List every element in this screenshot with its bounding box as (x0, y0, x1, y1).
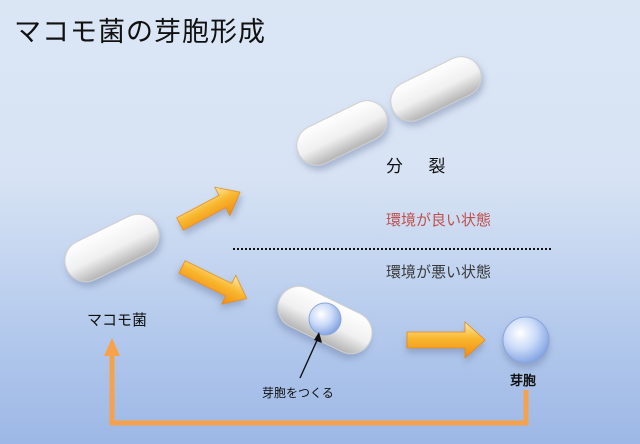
arrow-to-spore (406, 321, 486, 359)
good-environment-label: 環境が良い状態 (386, 211, 492, 229)
inner-spore (308, 302, 342, 336)
bad-environment-label: 環境が悪い状態 (386, 263, 492, 281)
dividing-rod-left (296, 100, 388, 166)
arrow-to-sporulation (178, 260, 248, 305)
makomo-label: マコモ菌 (87, 311, 148, 329)
free-spore (502, 316, 550, 364)
return-arrow-line (109, 352, 529, 426)
division-label: 分 裂 (386, 157, 456, 177)
return-arrow-head (104, 338, 120, 356)
page-title: マコモ菌の芽胞形成 (14, 17, 266, 48)
spore-pointer-head (314, 332, 322, 343)
dividing-rod-right (390, 56, 482, 122)
spore-label: 芽胞 (510, 374, 537, 389)
spore-pointer-line (299, 335, 320, 379)
arrow-to-division (176, 186, 241, 231)
spore-forming-label: 芽胞をつくる (262, 386, 334, 400)
makomo-bacterium-rod (64, 213, 160, 283)
